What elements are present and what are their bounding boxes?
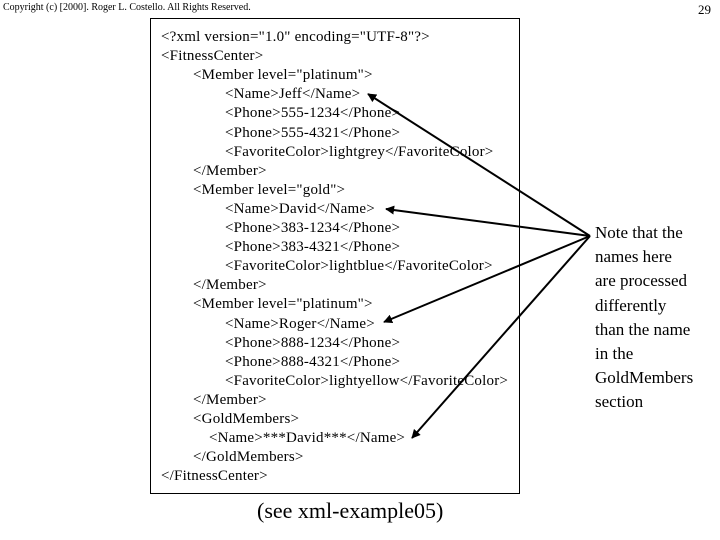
xml-code-line: </Member> bbox=[193, 277, 267, 294]
xml-code-line: <Name>Roger</Name> bbox=[225, 315, 375, 332]
note-line: differently bbox=[595, 295, 667, 315]
note-line: names here bbox=[595, 247, 672, 267]
arrow-to-gold-david bbox=[411, 235, 591, 439]
xml-code-line: <GoldMembers> bbox=[193, 411, 300, 427]
xml-code-line: <?xml version="1.0" encoding="UTF-8"?> bbox=[161, 29, 430, 45]
xml-code-line: <Name>Jeff</Name> bbox=[225, 86, 361, 103]
arrow-to-jeff bbox=[367, 93, 591, 237]
xml-code-line: <FavoriteColor>lightblue</FavoriteColor> bbox=[225, 258, 493, 275]
caption: (see xml-example05) bbox=[257, 498, 444, 523]
page-number: 29 bbox=[698, 2, 711, 17]
xml-code-line: <Phone>888-4321</Phone> bbox=[225, 353, 401, 370]
xml-code-line: <FavoriteColor>lightgrey</FavoriteColor> bbox=[225, 143, 494, 160]
note-line: Note that the bbox=[595, 223, 683, 242]
xml-code-line: <Phone>383-4321</Phone> bbox=[225, 239, 401, 256]
xml-code-box bbox=[150, 18, 520, 494]
note-line: section bbox=[595, 392, 644, 412]
xml-code-line: <Member level="gold"> bbox=[193, 181, 346, 198]
xml-code-line: <Member level="platinum"> bbox=[193, 296, 373, 313]
note-line: GoldMembers bbox=[595, 368, 694, 388]
xml-code-line: </Member> bbox=[193, 162, 267, 179]
xml-code-line: </GoldMembers> bbox=[193, 449, 304, 466]
note-line: in the bbox=[595, 344, 634, 364]
annotation-note: Note that the names here are processed d… bbox=[595, 221, 715, 415]
xml-code-line: <Name>David</Name> bbox=[225, 200, 375, 217]
copyright-notice: Copyright (c) [2000]. Roger L. Costello.… bbox=[3, 2, 251, 13]
note-line: are processed bbox=[595, 271, 688, 291]
arrow-to-david bbox=[385, 205, 591, 237]
xml-code-line: <Phone>383-1234</Phone> bbox=[225, 220, 401, 236]
xml-code-line: </FitnessCenter> bbox=[161, 468, 268, 485]
xml-code-line: <FavoriteColor>lightyellow</FavoriteColo… bbox=[225, 372, 509, 389]
note-line: than the name bbox=[595, 319, 691, 339]
xml-code-line: <Name>***David***</Name> bbox=[209, 430, 406, 447]
xml-code-line: <Phone>555-1234</Phone> bbox=[225, 105, 401, 122]
xml-code-line: <Member level="platinum"> bbox=[193, 67, 373, 84]
xml-code-line: <FitnessCenter> bbox=[161, 48, 264, 65]
xml-code-line: <Phone>555-4321</Phone> bbox=[225, 124, 401, 141]
arrow-to-roger bbox=[383, 235, 591, 324]
xml-code-line: <Phone>888-1234</Phone> bbox=[225, 334, 401, 351]
xml-code-line: </Member> bbox=[193, 391, 267, 408]
